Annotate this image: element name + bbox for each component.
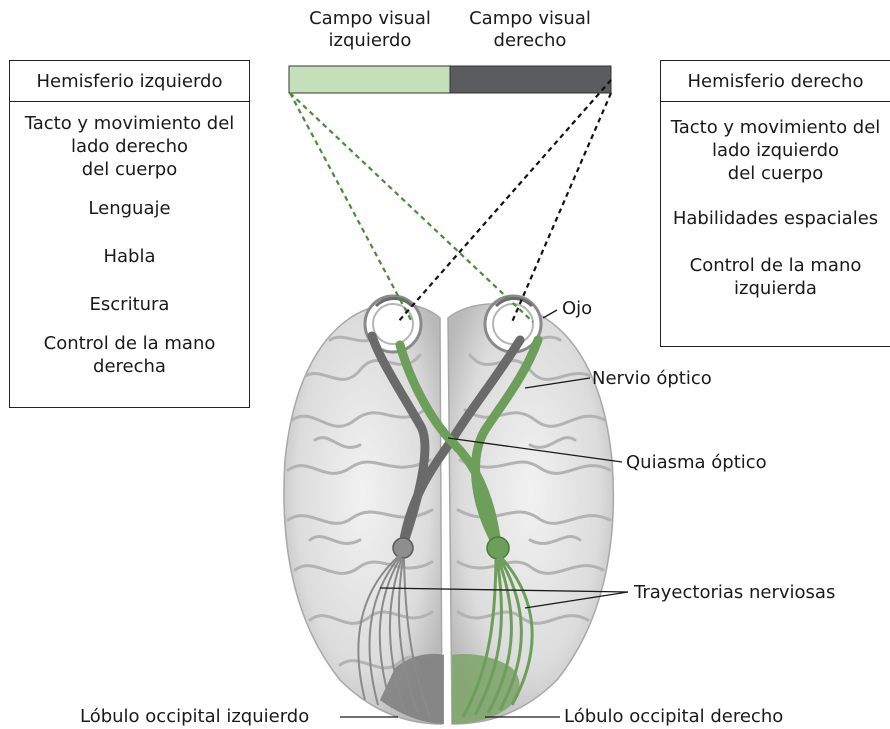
nerve-paths-label: Trayectorias nerviosas xyxy=(634,582,836,603)
right-visual-field-bar xyxy=(449,65,612,94)
left-eye xyxy=(363,294,423,354)
right-hemisphere-panel: Hemisferio derecho Tacto y movimiento de… xyxy=(660,60,890,347)
left-occipital-label: Lóbulo occipital izquierdo xyxy=(80,706,310,727)
right-lgn-node xyxy=(486,536,510,560)
right-item-touch: Tacto y movimiento del lado izquierdo de… xyxy=(670,117,881,184)
left-lgn-node xyxy=(392,537,414,559)
left-hemisphere-title: Hemisferio izquierdo xyxy=(10,61,249,102)
right-eye xyxy=(483,294,543,354)
left-hemisphere-panel: Hemisferio izquierdo Tacto y movimiento … xyxy=(9,60,250,408)
left-item-touch: Tacto y movimiento del lado derecho del … xyxy=(24,113,235,180)
optic-chiasm-label: Quiasma óptico xyxy=(626,452,767,473)
optic-nerve-label: Nervio óptico xyxy=(592,368,712,389)
left-visual-field-label: Campo visual izquierdo xyxy=(309,8,431,51)
left-item-hand-control: Control de la mano derecha xyxy=(43,333,216,377)
left-nerve-paths xyxy=(357,554,431,717)
left-hemisphere xyxy=(283,303,444,725)
right-item-hand-control: Control de la mano izquierda xyxy=(689,255,862,299)
left-visual-field-bar xyxy=(288,65,451,94)
right-hemisphere-title: Hemisferio derecho xyxy=(661,61,890,102)
right-visual-field-label: Campo visual derecho xyxy=(469,8,591,51)
callout-lines xyxy=(340,309,629,718)
right-nerve-paths xyxy=(461,554,534,718)
right-occipital-label: Lóbulo occipital derecho xyxy=(564,706,784,727)
visual-field-projection-lines xyxy=(289,79,613,323)
left-item-writing: Escritura xyxy=(89,294,170,315)
optic-pathways xyxy=(367,331,543,550)
right-item-spatial: Habilidades espaciales xyxy=(672,208,879,229)
left-item-speech: Habla xyxy=(103,246,156,267)
eye-label: Ojo xyxy=(562,298,593,319)
left-item-language: Lenguaje xyxy=(88,198,171,219)
